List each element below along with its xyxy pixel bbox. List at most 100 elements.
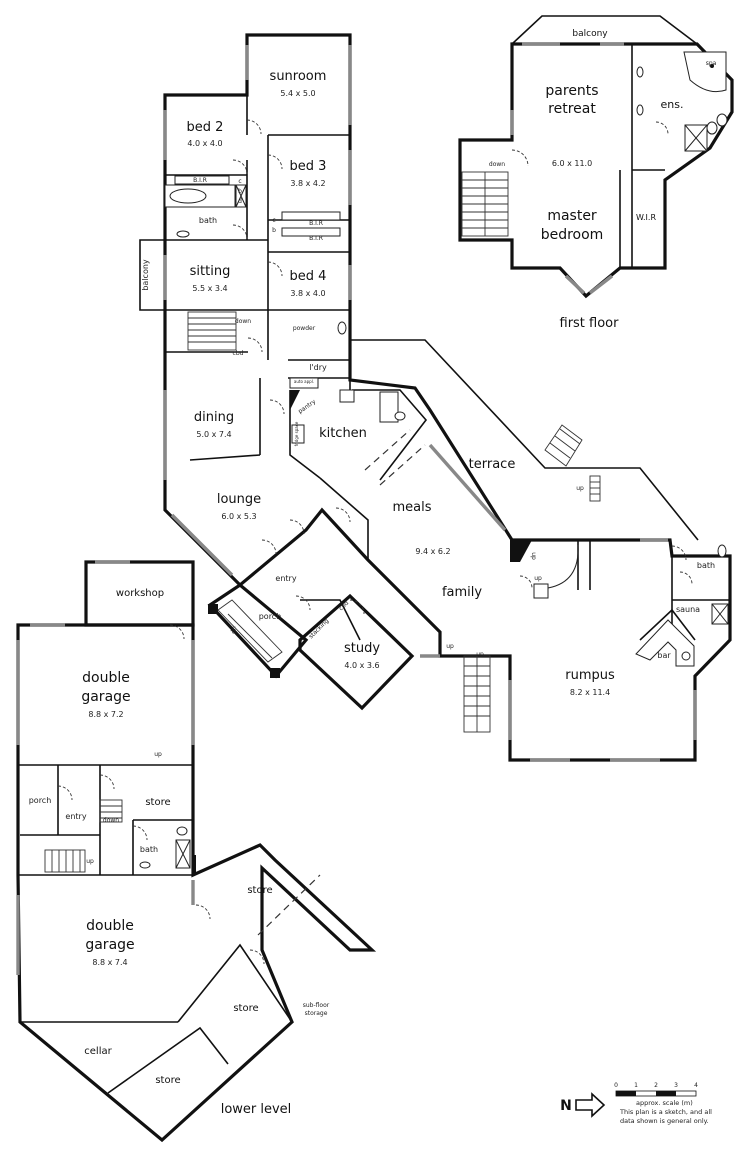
cellar-label: cellar bbox=[84, 1046, 112, 1057]
first-floor-title: first floor bbox=[560, 316, 620, 331]
first-floor-plan: parents retreat 6.0 x 11.0 master bedroo… bbox=[458, 15, 734, 331]
north-label: N bbox=[560, 1098, 572, 1114]
terrace-outline bbox=[350, 339, 699, 541]
dining-dim: 5.0 x 7.4 bbox=[196, 430, 231, 439]
sub-floor-label-1: sub-floor bbox=[303, 1002, 330, 1009]
first-floor-outline bbox=[458, 42, 734, 299]
bath-label-lower: bath bbox=[140, 845, 158, 854]
study-dim: 4.0 x 3.6 bbox=[344, 661, 379, 670]
family-up-label: up bbox=[530, 552, 537, 560]
porch-up-label: up bbox=[230, 626, 237, 634]
master-bedroom-label-2: bedroom bbox=[541, 227, 604, 243]
scale-tick-3: 3 bbox=[674, 1082, 678, 1089]
stair-down-label-upper: down bbox=[489, 161, 505, 168]
bar-label: bar bbox=[657, 651, 671, 660]
stair-down-label-sitting: down bbox=[235, 318, 251, 325]
scale-legend: N 0 1 2 3 4 approx. scale (m) This plan … bbox=[560, 1082, 712, 1125]
garage-upper-dim: 8.8 x 7.2 bbox=[88, 710, 123, 719]
bed3-label: bed 3 bbox=[290, 159, 327, 174]
terrace-up-label: up bbox=[576, 485, 584, 492]
porch-outline bbox=[207, 583, 309, 679]
sunroom-label: sunroom bbox=[270, 69, 327, 84]
north-arrow-icon bbox=[575, 1092, 606, 1118]
balcony-rail bbox=[511, 15, 698, 45]
porch-label-lower: porch bbox=[29, 796, 52, 805]
master-bedroom-label-1: master bbox=[547, 208, 597, 224]
fridge-space-label: fridge space bbox=[294, 421, 299, 446]
bed3-dim: 3.8 x 4.2 bbox=[290, 179, 325, 188]
garage-lower-dim: 8.8 x 7.4 bbox=[92, 958, 127, 967]
ensuite-label: ens. bbox=[661, 98, 684, 111]
bir-label-3: B.I.R bbox=[309, 235, 323, 242]
sauna-label: sauna bbox=[676, 605, 700, 614]
kitchen-label: kitchen bbox=[319, 426, 367, 441]
balcony-label-side: balcony bbox=[141, 259, 150, 291]
meals-label: meals bbox=[392, 500, 431, 515]
cbd2-b-label: b bbox=[272, 227, 276, 234]
bir-label-2: B.I.R bbox=[309, 220, 323, 227]
store-label-2: store bbox=[247, 885, 272, 896]
laundry-label: l'dry bbox=[309, 363, 327, 372]
cbd-b-label: b bbox=[238, 188, 242, 195]
workshop-label: workshop bbox=[116, 588, 164, 599]
cbd-d-label: d bbox=[238, 198, 242, 205]
lower-level-plan: workshop double garage 8.8 x 7.2 porch e… bbox=[16, 560, 377, 1143]
terrace-label: terrace bbox=[469, 457, 516, 472]
store-label-1: store bbox=[145, 797, 170, 808]
scale-tick-1: 1 bbox=[634, 1082, 638, 1089]
lower-level-outline bbox=[16, 623, 377, 1143]
bed4-label: bed 4 bbox=[290, 269, 327, 284]
main-floor-plan: sunroom 5.4 x 5.0 bed 2 4.0 x 4.0 bed 3 … bbox=[139, 33, 732, 762]
auto-appliances-label: auto appl. bbox=[294, 379, 314, 384]
down-label-lower: down bbox=[103, 817, 119, 824]
garage-upper-label-2: garage bbox=[81, 689, 130, 705]
rumpus-dim: 8.2 x 11.4 bbox=[570, 688, 610, 697]
balcony-label-upper: balcony bbox=[572, 29, 608, 39]
powder-label: powder bbox=[293, 325, 316, 332]
garage-lower-label-2: garage bbox=[85, 937, 134, 953]
store-label-3: store bbox=[233, 1003, 258, 1014]
sunroom-dim: 5.4 x 5.0 bbox=[280, 89, 315, 98]
lower-level-title: lower level bbox=[221, 1102, 292, 1117]
rumpus-label: rumpus bbox=[565, 668, 615, 683]
cbd-label: cbd bbox=[233, 350, 244, 357]
up-label-lower: up bbox=[86, 858, 94, 865]
scale-tick-4: 4 bbox=[694, 1082, 698, 1089]
spa-label: spa bbox=[706, 60, 717, 67]
garage-upper-label-1: double bbox=[82, 670, 130, 686]
family-up-label-2: up bbox=[534, 575, 542, 582]
scale-caption: approx. scale (m) bbox=[636, 1099, 693, 1107]
scale-tick-0: 0 bbox=[614, 1082, 618, 1089]
porch-label-main: porch bbox=[259, 612, 282, 621]
scale-note-2: data shown is general only. bbox=[620, 1117, 709, 1125]
main-floor-outline bbox=[163, 33, 732, 762]
wir-label-upper: W.I.R bbox=[636, 213, 656, 222]
parents-retreat-label-1: parents bbox=[545, 83, 598, 99]
lounge-dim: 6.0 x 5.3 bbox=[221, 512, 256, 521]
store-label-4: store bbox=[155, 1075, 180, 1086]
study-cbd-label: cbd bbox=[338, 599, 351, 612]
garage-lower-label-1: double bbox=[86, 918, 134, 934]
entry-label-lower: entry bbox=[65, 812, 86, 821]
entry-label-main: entry bbox=[275, 574, 296, 583]
scale-tick-2: 2 bbox=[654, 1082, 658, 1089]
dining-label: dining bbox=[194, 410, 234, 425]
bath-label-upper: bath bbox=[199, 216, 217, 225]
bath-label-rumpus: bath bbox=[697, 561, 715, 570]
sub-floor-label-2: storage bbox=[305, 1010, 328, 1017]
study-label: study bbox=[344, 641, 380, 656]
up-label-store: up bbox=[154, 751, 162, 758]
cbd2-c-label: c bbox=[272, 217, 275, 224]
rumpus-up-label-2: up bbox=[476, 651, 484, 658]
lounge-label: lounge bbox=[217, 492, 261, 507]
bed4-dim: 3.8 x 4.0 bbox=[290, 289, 325, 298]
bir-label-1: B.I.R bbox=[193, 177, 207, 184]
meals-dim: 9.4 x 6.2 bbox=[415, 547, 450, 556]
sitting-dim: 5.5 x 3.4 bbox=[192, 284, 227, 293]
parents-retreat-dim: 6.0 x 11.0 bbox=[552, 159, 592, 168]
cbd-c-label: c bbox=[238, 178, 241, 185]
parents-retreat-label-2: retreat bbox=[548, 101, 596, 117]
scale-note-1: This plan is a sketch, and all bbox=[619, 1108, 712, 1116]
sitting-label: sitting bbox=[190, 264, 231, 279]
